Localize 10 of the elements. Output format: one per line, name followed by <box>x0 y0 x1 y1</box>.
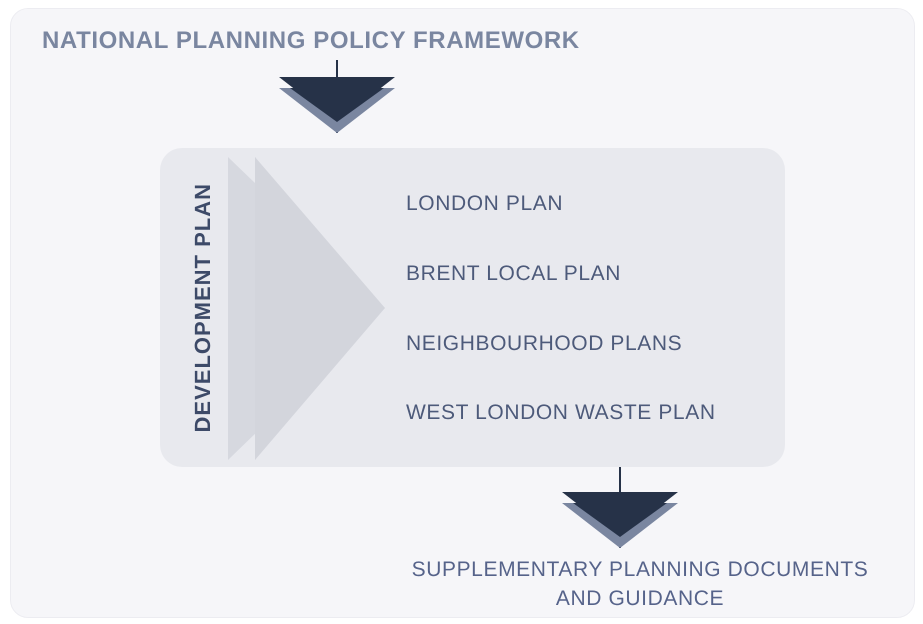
plan-panel <box>160 148 785 467</box>
plan-item: BRENT LOCAL PLAN <box>406 262 622 286</box>
chevron-arrow <box>279 60 395 133</box>
plan-item: LONDON PLAN <box>406 192 564 216</box>
plan-item: NEIGHBOURHOOD PLANS <box>406 332 682 356</box>
chevron-arrow <box>562 467 678 548</box>
plan-item: WEST LONDON WASTE PLAN <box>406 401 716 425</box>
heading-text: NATIONAL PLANNING POLICY FRAMEWORK <box>42 26 581 55</box>
node-text: SUPPLEMENTARY PLANNING DOCUMENTS AND GUIDANCE <box>410 557 870 612</box>
rotated-heading: DEVELOPMENT PLAN <box>190 183 216 432</box>
